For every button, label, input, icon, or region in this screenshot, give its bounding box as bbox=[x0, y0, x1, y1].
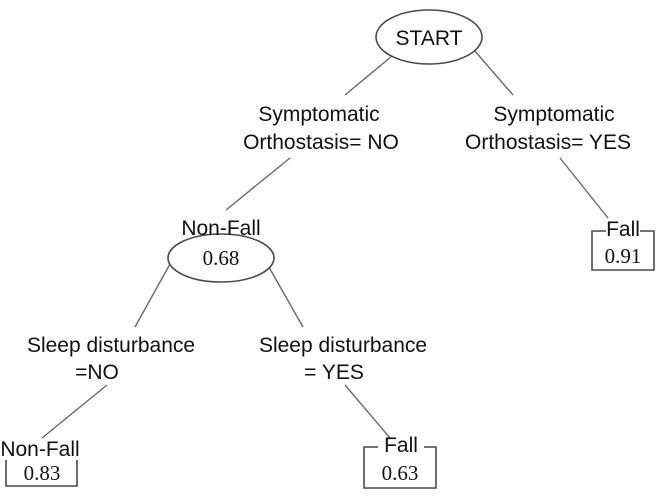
split-orthostasis-no-line2: Orthostasis= NO bbox=[243, 131, 399, 154]
root-node bbox=[375, 9, 483, 65]
edge-sleep-no-to-nonfall-leaf bbox=[41, 384, 108, 439]
leaf-nonfall-083-label: Non-Fall bbox=[0, 438, 79, 461]
internal-node-label: Non-Fall bbox=[181, 217, 260, 240]
leaf-box-fall-063 bbox=[363, 446, 437, 489]
split-sleep-yes-line1: Sleep disturbance bbox=[259, 334, 427, 357]
edge-start-to-orthostasis-yes bbox=[473, 49, 514, 96]
leaf-fall-063-label: Fall bbox=[384, 434, 418, 457]
leaf-box-fall-091 bbox=[591, 230, 655, 271]
internal-node-nonfall bbox=[167, 233, 275, 283]
edge-start-to-orthostasis-no bbox=[344, 55, 393, 96]
split-sleep-no-line1: Sleep disturbance bbox=[27, 334, 195, 357]
leaf-box-nonfall-083 bbox=[5, 460, 78, 487]
leaf-fall-091-value: 0.91 bbox=[605, 244, 642, 268]
leaf-fall-091-label: Fall bbox=[606, 218, 640, 241]
split-orthostasis-yes-line2: Orthostasis= YES bbox=[465, 131, 631, 154]
edge-orthostasis-yes-to-fall bbox=[559, 157, 609, 219]
split-orthostasis-no-line1: Symptomatic bbox=[258, 103, 379, 126]
split-orthostasis-yes-line1: Symptomatic bbox=[493, 103, 614, 126]
split-sleep-no-line2: =NO bbox=[75, 361, 119, 384]
edge-nonfall-to-sleep-yes bbox=[265, 261, 304, 328]
edge-orthostasis-no-to-nonfall bbox=[225, 157, 291, 211]
internal-node-value: 0.68 bbox=[203, 246, 240, 270]
leaf-nonfall-083-value: 0.83 bbox=[24, 461, 61, 485]
edge-sleep-yes-to-fall-leaf bbox=[344, 384, 391, 439]
root-label: START bbox=[396, 27, 463, 50]
leaf-fall-063-value: 0.63 bbox=[382, 461, 419, 485]
split-sleep-yes-line2: = YES bbox=[304, 361, 364, 384]
